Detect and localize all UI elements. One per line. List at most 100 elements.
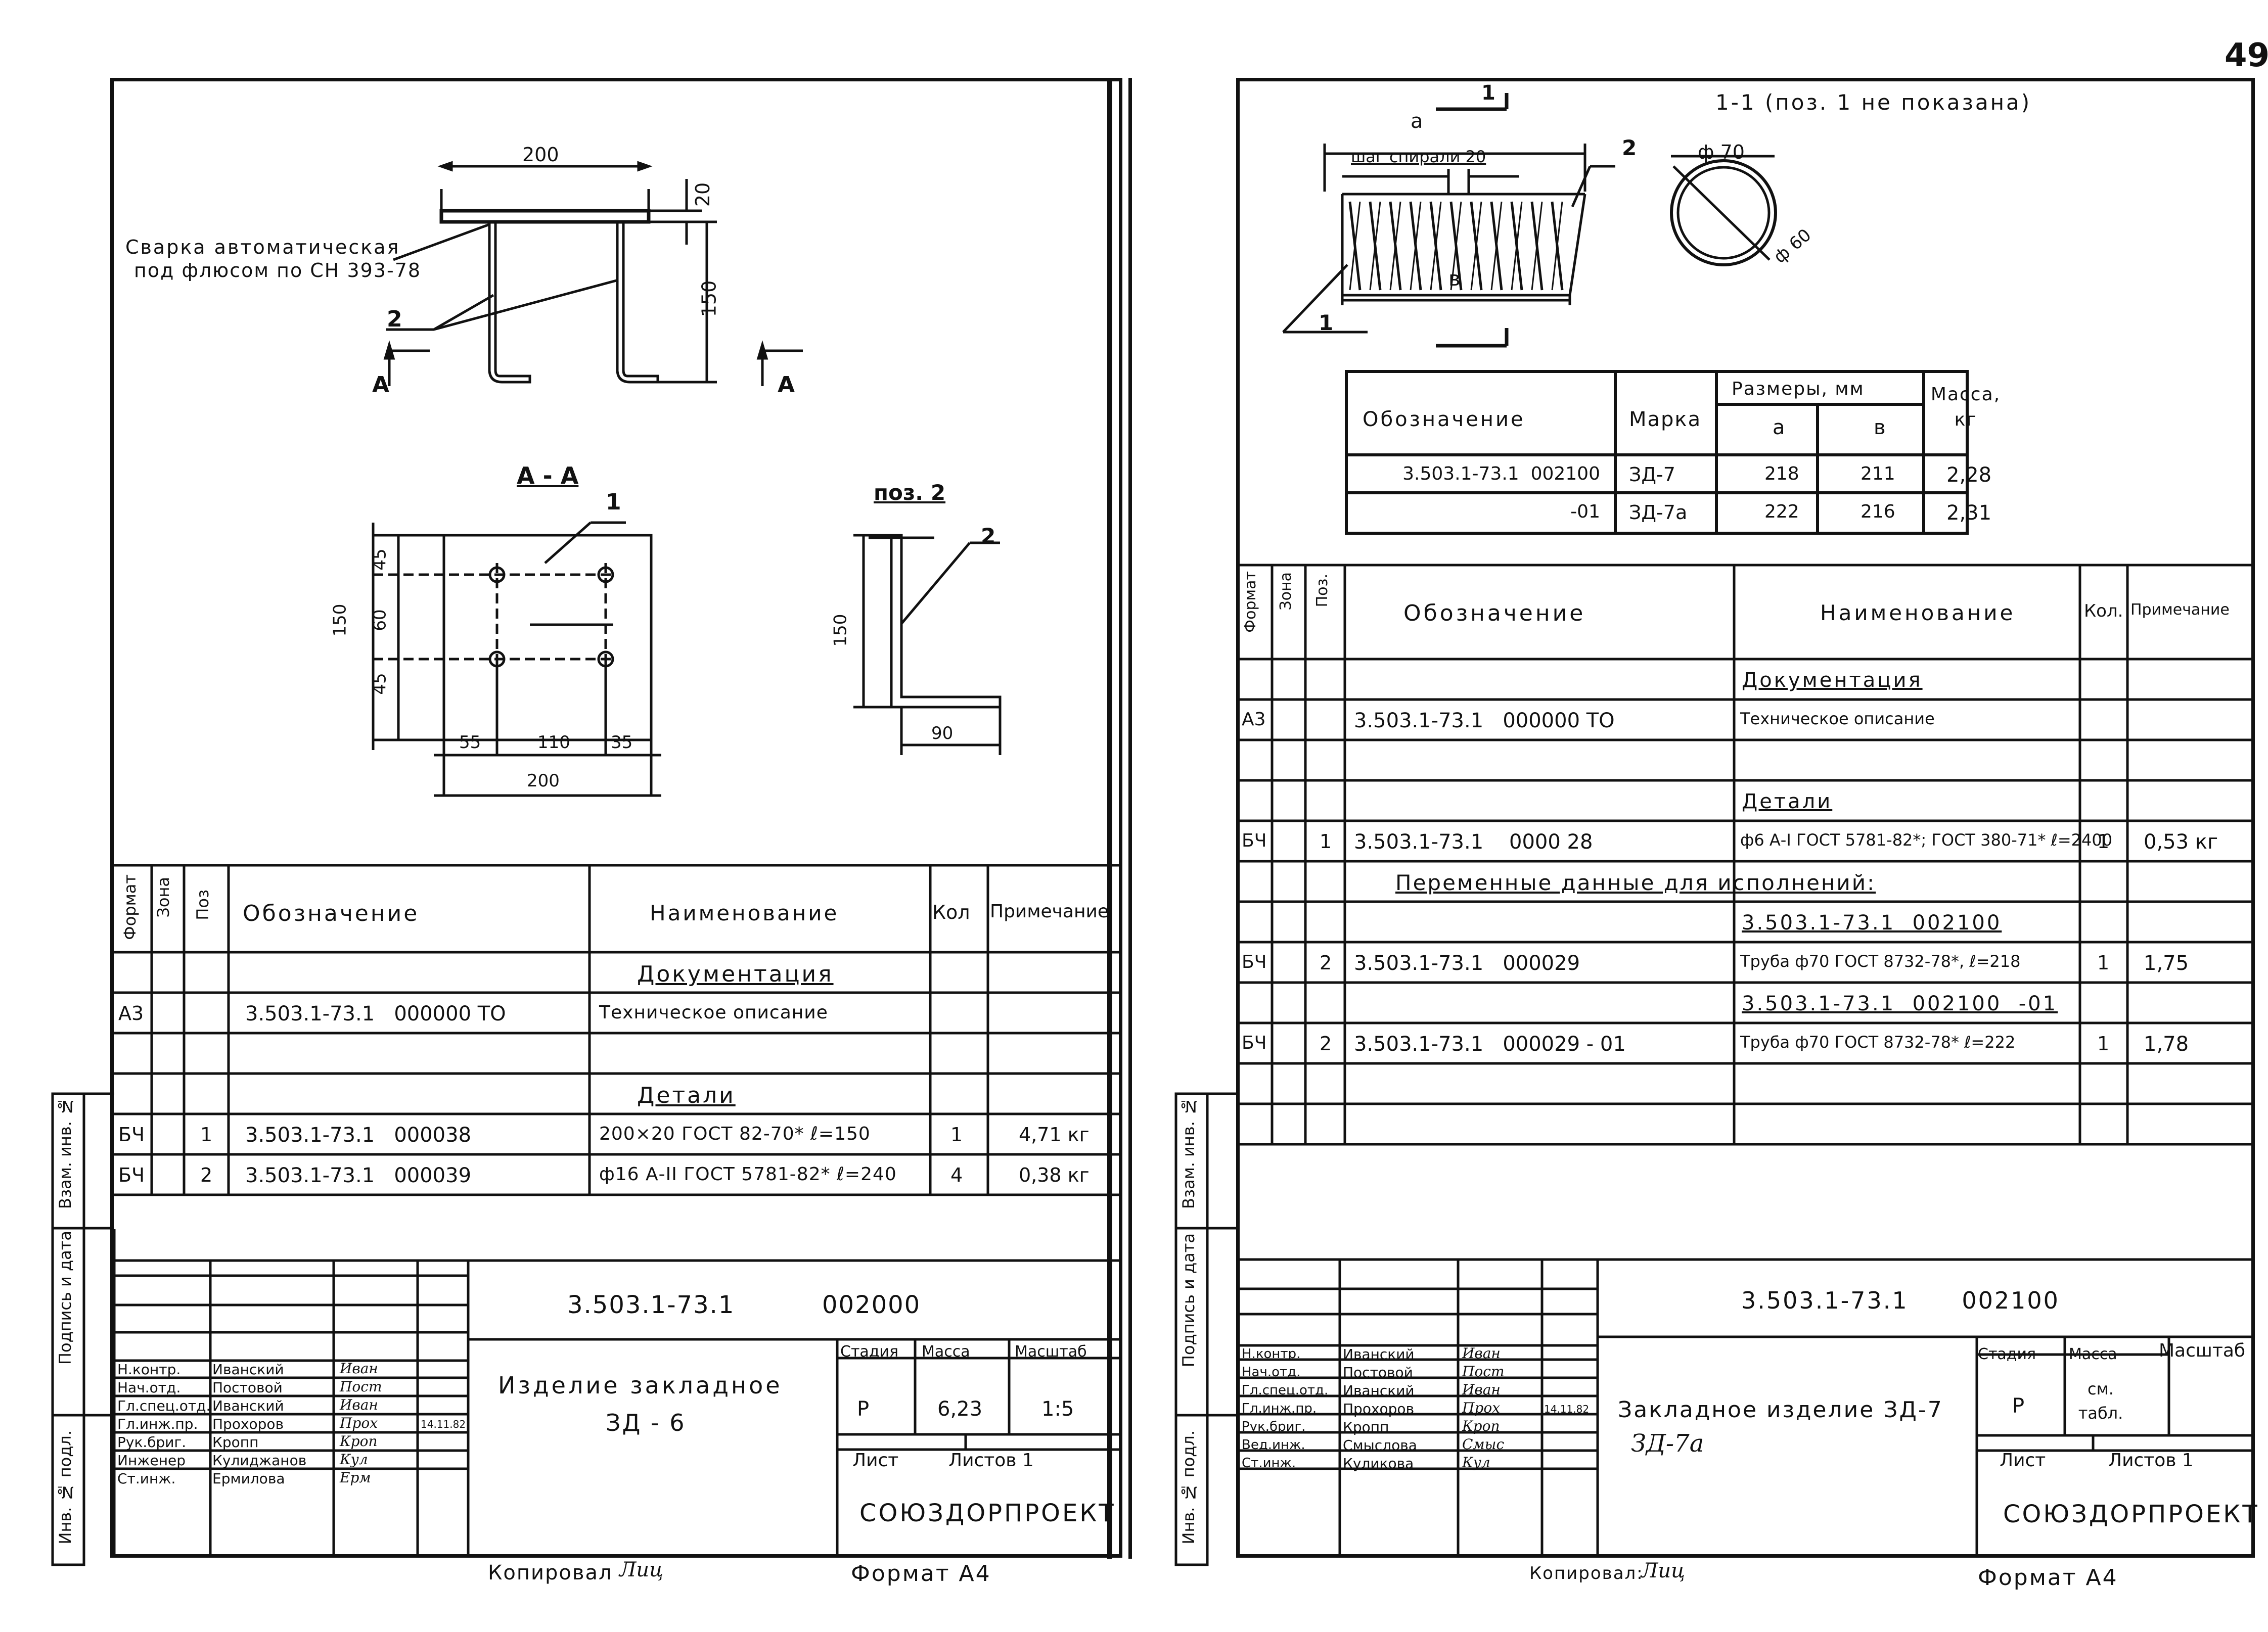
left-spec-name: Техническое описание — [599, 1002, 828, 1023]
section-mark-right: А — [778, 372, 795, 398]
right-spec-h-qty: Кол. — [2084, 601, 2123, 621]
right-section-title: 1-1 (поз. 1 не показана) — [1715, 90, 2032, 115]
size-h-designation: Обозначение — [1363, 408, 1525, 431]
right-dim-b: в — [1448, 267, 1461, 291]
size-h-sizes: Размеры, мм — [1732, 379, 1865, 399]
dim-45a: 45 — [370, 548, 390, 571]
right-staff-sign: Кул — [1462, 1454, 1490, 1471]
dim-35: 35 — [611, 732, 633, 753]
weld-note-line2: под флюсом по СН 393-78 — [134, 259, 422, 282]
left-spec-name: ф16 А-II ГОСТ 5781-82* ℓ=240 — [599, 1164, 897, 1185]
left-staff-name: Прохоров — [212, 1416, 284, 1432]
pos2-detail-label: 2 — [981, 524, 996, 548]
left-org-name: СОЮЗДОРПРОЕКТ — [859, 1499, 1116, 1527]
right-staff-name: Кропп — [1343, 1419, 1389, 1435]
left-staff-name: Иванский — [212, 1361, 284, 1378]
right-staff-sign: Иван — [1462, 1381, 1501, 1398]
weld-note-line1: Сварка автоматическая — [125, 236, 400, 258]
right-spec-h-zone: Зона — [1277, 572, 1295, 611]
left-spec-pos: 1 — [200, 1124, 213, 1146]
right-staff-sign: Кроп — [1462, 1418, 1500, 1434]
pos1-callout: 1 — [606, 489, 621, 515]
left-sheets-header: Листов 1 — [948, 1450, 1034, 1471]
right-org-name: СОЮЗДОРПРОЕКТ — [2003, 1500, 2259, 1528]
right-spec-qty: 1 — [2097, 952, 2110, 974]
right-sheet-frame — [1236, 78, 2255, 1558]
size-h-mass: Масса, кг — [1930, 384, 2001, 431]
right-stage-header: Стадия — [1978, 1345, 2036, 1363]
left-title-name1: Изделие закладное — [498, 1372, 783, 1399]
pos2-dim-90: 90 — [931, 723, 954, 743]
size-row-b: 216 — [1861, 501, 1895, 522]
left-staff-name: Ермилова — [212, 1470, 285, 1487]
left-staff-date: 14.11.82 — [421, 1418, 466, 1430]
left-side-inv: Инв. № подл. — [56, 1430, 75, 1545]
right-spec-pos: 2 — [1320, 952, 1332, 974]
left-staff-name: Кулиджанов — [212, 1452, 307, 1469]
right-side-sign: Подпись и дата — [1179, 1233, 1198, 1368]
right-title-grid — [1237, 1258, 2255, 1557]
right-spec-h-note: Примечание — [2130, 601, 2230, 619]
right-staff-name: Иванский — [1343, 1382, 1415, 1399]
left-staff-role: Гл.инж.пр. — [117, 1416, 198, 1432]
left-spec-qty: 4 — [950, 1164, 963, 1186]
right-title-code: 3.503.1-73.1 002100 — [1741, 1287, 2060, 1314]
left-staff-name: Кропп — [212, 1434, 259, 1451]
left-drawing — [372, 161, 1002, 797]
right-spec-h-designation: Обозначение — [1403, 600, 1586, 626]
section-mark-left: А — [372, 372, 390, 398]
right-spec-format: БЧ — [1242, 952, 1267, 972]
left-staff-sign: Ерм — [340, 1469, 371, 1486]
right-footer-copy: Копировал: — [1529, 1563, 1644, 1583]
left-spec-designation: 3.503.1-73.1 000039 — [245, 1164, 472, 1187]
dim-200-top: 200 — [522, 144, 559, 166]
size-row-b: 211 — [1861, 463, 1895, 484]
right-drawing — [1282, 93, 1777, 348]
left-staff-role: Инженер — [117, 1452, 186, 1469]
left-spec-grid — [114, 864, 1120, 1196]
left-spec-h-note: Примечание — [990, 901, 1109, 922]
size-row-a: 218 — [1764, 463, 1799, 484]
size-table-grid — [1345, 370, 1969, 535]
right-staff-name: Прохоров — [1343, 1401, 1415, 1417]
left-spec-format: БЧ — [118, 1124, 145, 1146]
left-sheet-header: Лист — [852, 1450, 899, 1471]
left-spec-h-zone: Зона — [154, 877, 173, 918]
left-sheet-frame — [110, 78, 1122, 1558]
right-spec-grid — [1239, 564, 2255, 1146]
right-title-name2: ЗД-7а — [1631, 1429, 1704, 1458]
right-spec-note: 1,78 — [2144, 1033, 2189, 1056]
sheet-separator — [1107, 78, 1112, 1559]
left-scale-header: Масштаб — [1015, 1343, 1087, 1361]
right-spec-name: Документация — [1742, 669, 1923, 692]
left-spec-pos: 2 — [200, 1164, 213, 1186]
right-spec-h-format: Формат — [1242, 571, 1259, 633]
left-footer-copy-sign: Лиц — [619, 1558, 664, 1581]
size-row-mark: ЗД-7а — [1629, 501, 1688, 524]
left-scale-value: 1:5 — [1041, 1397, 1074, 1421]
left-spec-note: 4,71 кг — [1019, 1124, 1090, 1146]
right-staff-role: Гл.инж.пр. — [1242, 1401, 1317, 1416]
right-staff-sign: Пост — [1462, 1363, 1505, 1380]
left-margin-strip — [51, 1092, 114, 1566]
left-mass-header: Масса — [922, 1343, 970, 1361]
right-spec-format: БЧ — [1242, 830, 1267, 851]
pos2-callout: 2 — [387, 306, 402, 332]
left-side-vzam: Взам. инв. № — [56, 1097, 75, 1209]
right-footer-copy-sign: Лиц — [1641, 1559, 1686, 1582]
right-title-name1: Закладное изделие ЗД-7 — [1618, 1397, 1943, 1423]
right-spec-name: Детали — [1742, 790, 1833, 813]
size-h-b: в — [1874, 416, 1886, 439]
left-staff-role: Рук.бриг. — [117, 1434, 187, 1451]
left-spec-designation: 3.503.1-73.1 000000 ТО — [245, 1002, 506, 1025]
right-phi70: ф 70 — [1698, 141, 1745, 163]
left-stage-value: Р — [857, 1397, 870, 1421]
right-spec-designation: 3.503.1-73.1 0000 28 — [1354, 830, 1593, 854]
sheet-separator-line — [1128, 78, 1132, 1559]
left-staff-role: Н.контр. — [117, 1361, 181, 1378]
right-spec-qty: 1 — [2097, 830, 2110, 853]
right-staff-sign: Прох — [1462, 1400, 1500, 1416]
right-spec-note: 0,53 кг — [2144, 830, 2218, 854]
size-h-mark: Марка — [1629, 408, 1702, 431]
size-h-a: а — [1773, 416, 1785, 439]
